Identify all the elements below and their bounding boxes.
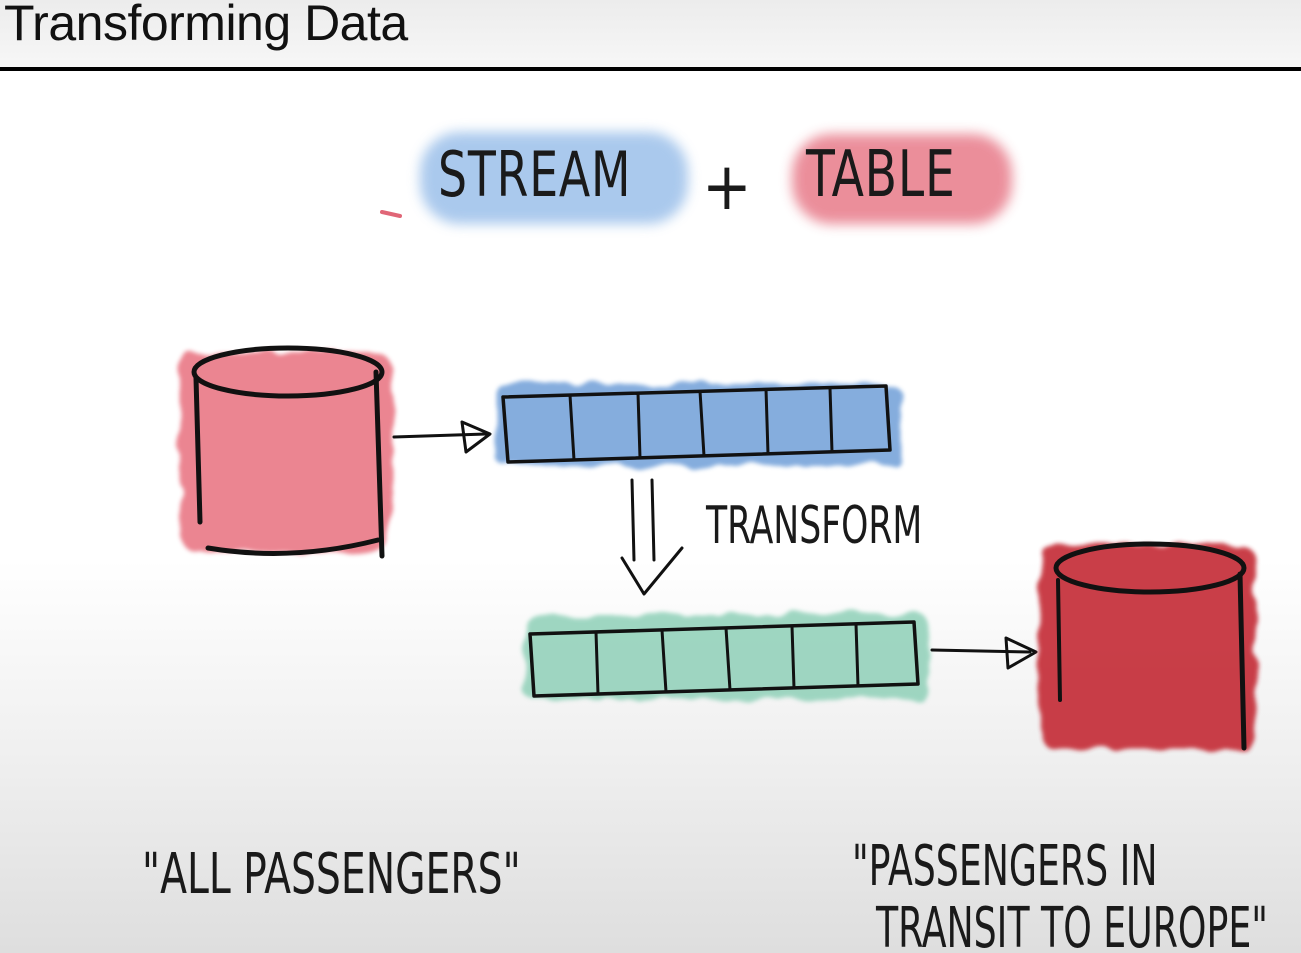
- arrow-down-icon: [620, 478, 684, 596]
- slide-title: Transforming Data: [4, 0, 408, 51]
- title-divider: [0, 67, 1301, 71]
- stream-wash: [420, 132, 688, 224]
- plus-sign: +: [702, 148, 752, 225]
- target-table-icon: [1040, 541, 1256, 751]
- ink-speck: [380, 210, 402, 218]
- output-stream-icon: [524, 614, 928, 700]
- title-bar: Transforming Data: [0, 0, 1301, 68]
- target-caption-line-1: "PASSENGERS IN: [852, 834, 1158, 899]
- arrow-right-icon: [392, 420, 492, 454]
- input-stream-icon: [496, 384, 900, 466]
- source-table-icon: [180, 345, 392, 559]
- stream-heading: STREAM: [438, 138, 632, 211]
- table-wash: [792, 134, 1012, 224]
- transform-label: TRANSFORM: [706, 496, 923, 556]
- source-caption: "ALL PASSENGERS": [142, 842, 521, 907]
- target-caption-line-2: TRANSIT TO EUROPE": [876, 896, 1268, 953]
- arrow-right-icon: [930, 636, 1038, 670]
- table-heading: TABLE: [806, 138, 956, 212]
